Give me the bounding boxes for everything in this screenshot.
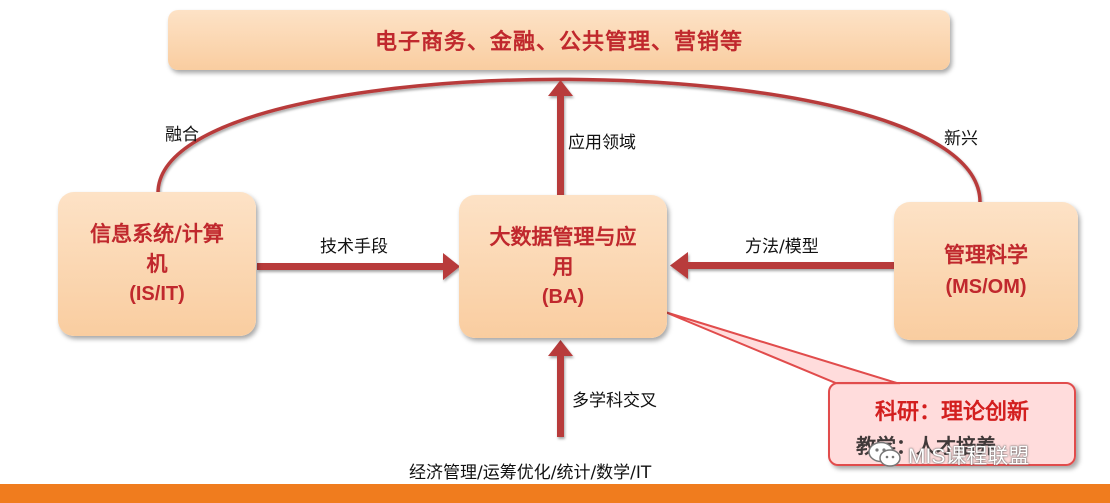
callout-title: 科研：理论创新 — [874, 400, 1029, 425]
fusion-label: 融合 — [165, 125, 199, 145]
ba-abbrev: (BA) — [541, 285, 585, 308]
ms-om-abbrev: (MS/OM) — [945, 276, 1027, 298]
fusion-arc — [156, 77, 982, 203]
is-it-box: 信息系统/计算 机 (IS/IT) — [58, 192, 256, 336]
wechat-icon — [868, 441, 901, 467]
application-domains-text: 电子商务、金融、公共管理、营销等 — [374, 30, 743, 55]
is-it-title-line1: 信息系统/计算 — [90, 222, 224, 246]
ba-title-line1: 大数据管理与应 — [489, 224, 637, 249]
is-it-abbrev: (IS/IT) — [129, 283, 185, 305]
arrow-baseline-to-ba — [548, 340, 573, 437]
application-domains-box: 电子商务、金融、公共管理、营销等 — [168, 10, 950, 70]
ms-om-box: 管理科学 (MS/OM) — [894, 202, 1078, 340]
method-model-label: 方法/模型 — [745, 237, 819, 257]
callout-pointer — [664, 311, 901, 385]
application-domain-label: 应用领域 — [568, 133, 636, 153]
is-it-title-line2: 机 — [146, 252, 168, 276]
ba-box: 大数据管理与应 用 (BA) — [459, 195, 667, 338]
arrow-is-to-ba — [257, 253, 460, 280]
watermark: MIS课程联盟 — [868, 440, 1029, 470]
emerging-label: 新兴 — [944, 129, 978, 149]
bottom-accent-bar — [0, 484, 1110, 503]
tech-means-label: 技术手段 — [320, 237, 388, 257]
arrow-ba-to-top — [548, 80, 573, 196]
interdisciplinary-label: 多学科交叉 — [572, 391, 657, 411]
baseline-label: 经济管理/运筹优化/统计/数学/IT — [409, 463, 652, 483]
ba-title-line2: 用 — [552, 254, 574, 279]
ms-om-title: 管理科学 — [944, 243, 1028, 267]
arrow-ms-to-ba — [670, 252, 894, 279]
watermark-text: MIS课程联盟 — [908, 445, 1030, 468]
